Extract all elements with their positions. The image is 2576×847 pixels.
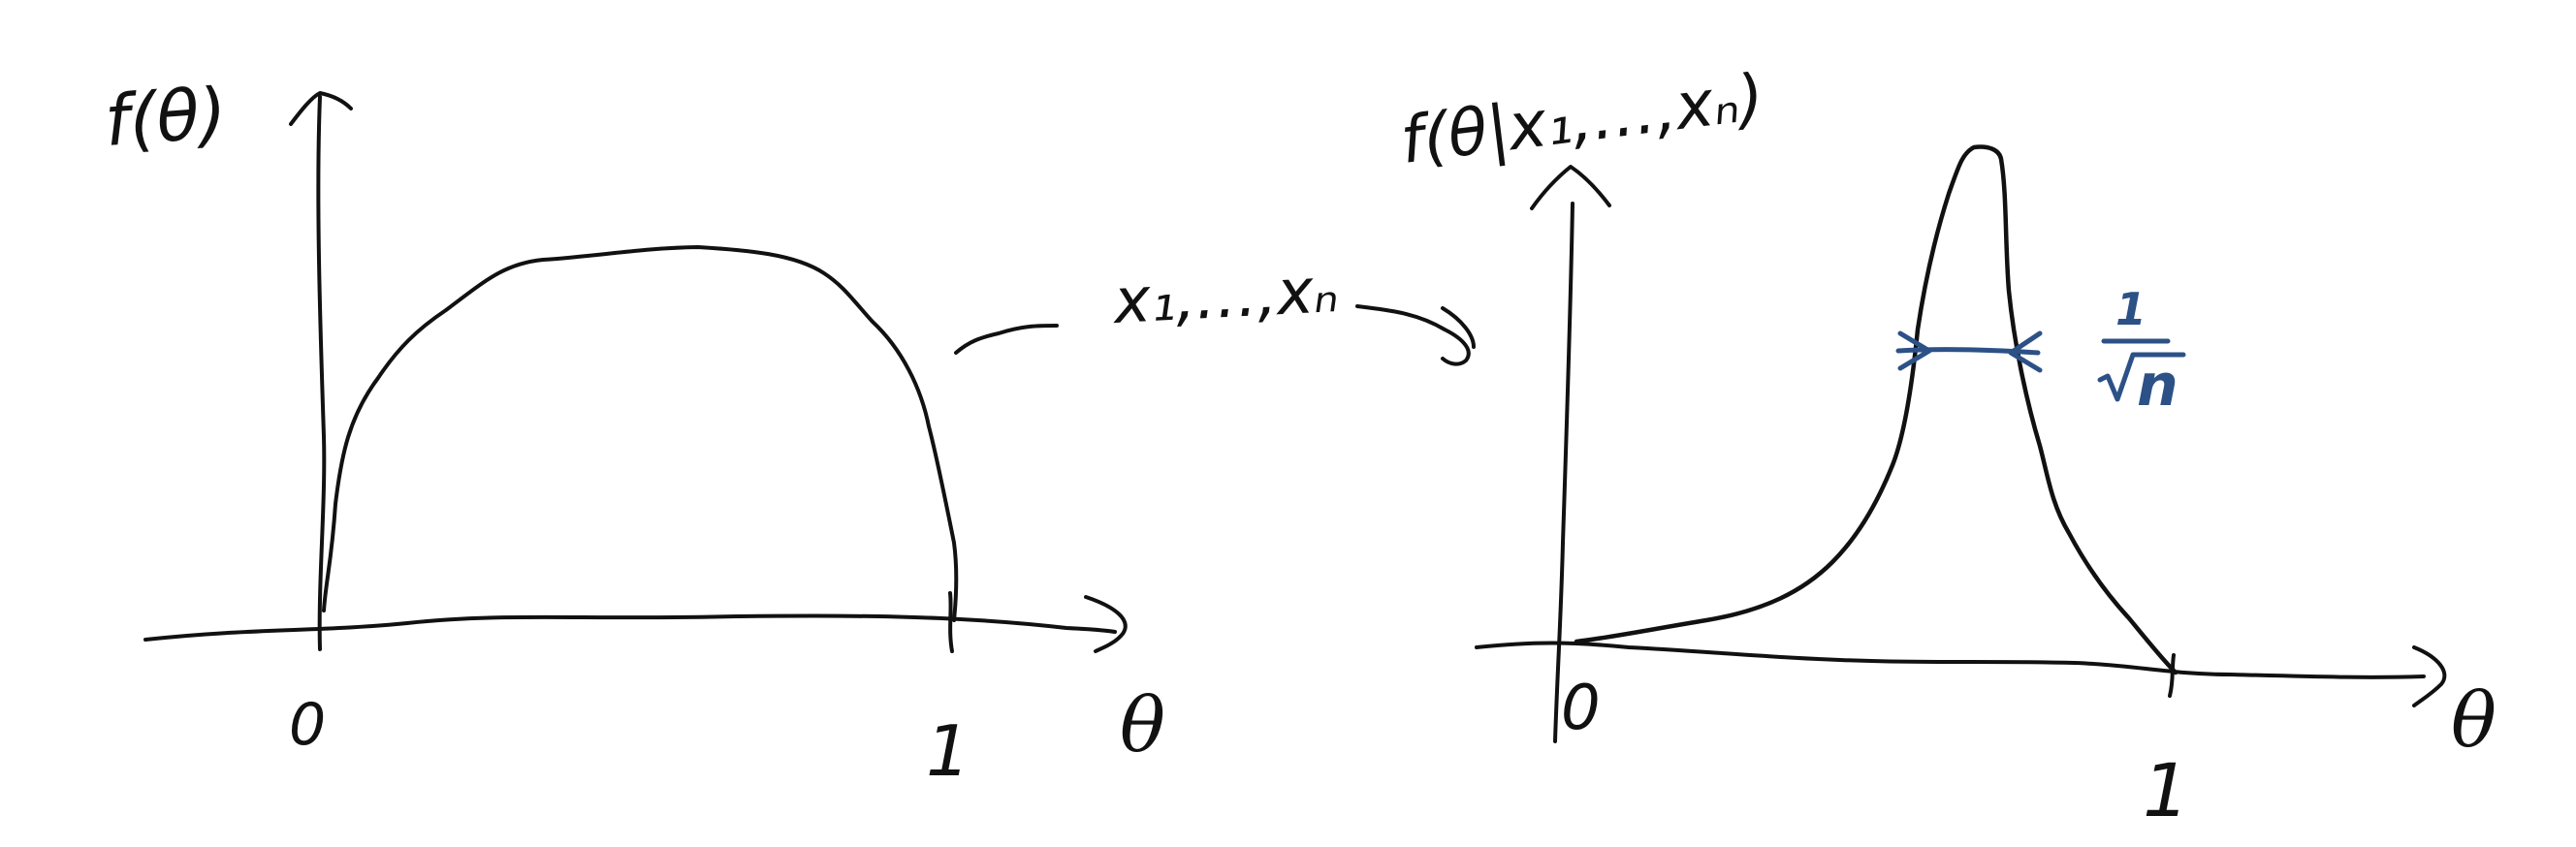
prior-density-curve xyxy=(322,245,959,622)
posterior-tick-one-label: 1 xyxy=(2143,747,2189,833)
prior-x-label: θ xyxy=(1120,682,1165,769)
width-arrow-right xyxy=(2008,330,2043,373)
posterior-x-axis xyxy=(1475,641,2426,679)
posterior-tick-one xyxy=(2168,653,2176,698)
width-arrow-left xyxy=(1897,330,1932,371)
update-label: x₁,…,xₙ xyxy=(1110,255,1340,338)
prior-plot: f(θ) 0 1 θ xyxy=(102,72,1165,792)
prior-x-arrowhead xyxy=(1084,595,1128,653)
posterior-plot: 1 n f(θ|x₁,…,xₙ) 0 1 θ xyxy=(1397,60,2496,833)
posterior-tick-zero-label: 0 xyxy=(1561,673,1601,744)
sqrt-icon xyxy=(2097,352,2186,402)
posterior-density-curve xyxy=(1574,144,2178,675)
posterior-x-label: θ xyxy=(2451,677,2496,765)
width-denominator: n xyxy=(2137,352,2178,420)
prior-y-axis xyxy=(316,95,327,651)
width-arrows-icon xyxy=(1895,330,2043,373)
prior-tick-one xyxy=(948,591,954,653)
posterior-y-label: f(θ|x₁,…,xₙ) xyxy=(1397,60,1768,178)
curved-arrow-icon xyxy=(1355,304,1471,366)
width-annotation: 1 n xyxy=(2097,283,2186,420)
curved-arrow-head xyxy=(1441,306,1476,349)
posterior-x-arrowhead xyxy=(2412,645,2447,707)
update-arrow-group: x₁,…,xₙ xyxy=(954,255,1476,366)
prior-y-arrowhead xyxy=(289,91,353,126)
posterior-y-arrowhead xyxy=(1530,165,1611,210)
prior-y-label: f(θ) xyxy=(102,72,229,162)
update-dash xyxy=(954,324,1059,355)
posterior-y-axis xyxy=(1553,202,1574,743)
width-line xyxy=(1895,347,2041,356)
width-numerator: 1 xyxy=(2115,283,2147,335)
prior-tick-zero-label: 0 xyxy=(289,691,326,759)
prior-tick-one-label: 1 xyxy=(926,710,970,792)
prior-x-axis xyxy=(143,613,1117,642)
